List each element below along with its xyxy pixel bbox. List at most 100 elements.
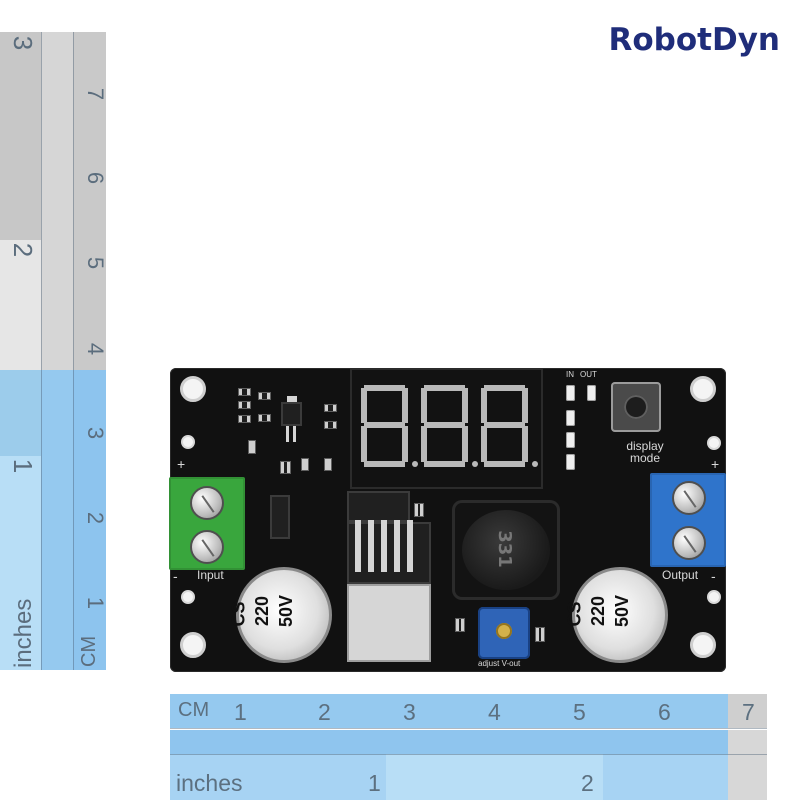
left-capacitor-label-3: 50V	[276, 594, 297, 628]
right-capacitor	[572, 567, 668, 663]
bottom-ruler-bottom-gray-end	[728, 754, 767, 800]
mount-hole-bottom-right	[690, 632, 716, 658]
left-ruler-divider	[41, 32, 42, 670]
inductor-code: 331	[493, 530, 515, 568]
right-capacitor-label-3: 50V	[612, 594, 633, 628]
transistor-pin-2	[293, 426, 296, 442]
status-led-3	[566, 410, 575, 426]
out-label: OUT	[580, 370, 597, 379]
via-hole-left-top	[181, 435, 195, 449]
seven-segment-digits	[361, 385, 538, 467]
mount-hole-top-right	[690, 376, 716, 402]
smd-part-7	[280, 461, 291, 474]
mount-hole-top-left	[180, 376, 206, 402]
mount-hole-bottom-left	[180, 632, 206, 658]
transistor-tab	[287, 396, 297, 402]
left-capacitor	[236, 567, 332, 663]
bottom-cm-number-1: 1	[234, 699, 247, 725]
adjust-v-out-label: adjust V-out	[478, 659, 521, 668]
left-cm-number-2: 2	[83, 511, 108, 525]
left-cm-number-5: 5	[83, 256, 108, 270]
input-plus-label: +	[177, 456, 186, 472]
left-inch-number-1: 1	[8, 458, 38, 474]
via-hole-left-bottom	[181, 590, 195, 604]
input-label: Input	[197, 568, 224, 582]
input-screw-bottom	[190, 530, 224, 564]
bottom-inch-number-2: 2	[581, 770, 594, 796]
left-ruler-inch-strip-middle	[0, 240, 41, 370]
bottom-cm-label: CM	[178, 699, 210, 721]
bottom-cm-number-2: 2	[318, 699, 331, 725]
regulator-pin-2	[368, 520, 374, 572]
inductor-core	[462, 510, 550, 590]
smd-part-13	[455, 618, 465, 632]
left-cm-number-1: 1	[83, 596, 108, 610]
bottom-ruler-divider	[170, 728, 767, 729]
smd-part-8	[301, 458, 309, 471]
smd-part-9	[324, 458, 332, 471]
left-ruler-cm-strip-blue	[73, 370, 106, 670]
bottom-cm-number-5: 5	[573, 699, 586, 725]
output-minus-label: -	[711, 568, 716, 584]
smd-part-10	[324, 404, 337, 412]
output-label: Output	[662, 568, 699, 582]
left-cm-number-4: 4	[83, 342, 108, 356]
smd-part-12	[414, 503, 424, 517]
right-capacitor-label-2: 220	[588, 595, 609, 627]
output-screw-bottom	[672, 526, 706, 560]
right-capacitor-label-1: CS	[564, 601, 585, 627]
left-cm-number-3: 3	[83, 426, 108, 440]
smd-part-11	[324, 421, 337, 429]
small-transistor	[281, 402, 302, 426]
left-inch-number-2: 2	[8, 242, 38, 258]
voltage-trimmer-knob	[496, 623, 512, 639]
status-led-5	[566, 454, 575, 470]
bottom-ruler-top-band	[170, 694, 767, 728]
via-hole-right-bottom	[707, 590, 721, 604]
bottom-ruler-divider-2	[170, 754, 767, 755]
smd-part-3	[238, 415, 251, 423]
left-ruler-inch-strip-blue-top	[0, 370, 41, 456]
left-capacitor-label-2: 220	[252, 595, 273, 627]
left-ruler-cm-strip-gray	[73, 32, 106, 370]
regulator-pin-3	[381, 520, 387, 572]
bottom-cm-number-3: 3	[403, 699, 416, 725]
smd-part-4	[258, 392, 271, 400]
left-cm-number-6: 6	[83, 171, 108, 185]
output-screw-top	[672, 481, 706, 515]
regulator-heatsink-pad	[347, 584, 431, 662]
regulator-pin-1	[355, 520, 361, 572]
status-led-4	[566, 432, 575, 448]
smd-part-2	[238, 401, 251, 409]
status-led-2	[587, 385, 596, 401]
smd-part-14	[535, 627, 545, 642]
left-ruler-divider-2	[73, 32, 74, 670]
diode	[270, 495, 290, 539]
left-inch-number-3: 3	[8, 35, 38, 51]
bottom-ruler-middle-band	[170, 730, 767, 754]
bottom-inches-label: inches	[176, 770, 243, 796]
bottom-ruler-bottom-highlight	[386, 754, 603, 800]
button-cap	[624, 395, 648, 419]
bottom-cm-number-7: 7	[742, 699, 755, 725]
transistor-pin-1	[286, 426, 289, 442]
smd-part-5	[258, 414, 271, 422]
regulator-pin-4	[394, 520, 400, 572]
in-label: IN	[566, 370, 574, 379]
left-ruler-inch-strip-blue-bottom	[0, 456, 41, 670]
output-plus-label: +	[711, 456, 720, 472]
bottom-cm-number-6: 6	[658, 699, 671, 725]
input-minus-label: -	[173, 568, 178, 584]
smd-part-1	[238, 388, 251, 396]
input-screw-top	[190, 486, 224, 520]
regulator-tab	[347, 491, 410, 522]
left-capacitor-label-1: CS	[228, 601, 249, 627]
left-cm-label: CM	[78, 635, 100, 667]
left-cm-number-7: 7	[83, 87, 108, 101]
status-led-1	[566, 385, 575, 401]
left-ruler-inch-strip-top	[0, 32, 41, 240]
left-inches-label: inches	[10, 598, 37, 668]
bottom-inch-number-1: 1	[368, 770, 381, 796]
bottom-ruler-middle-gray-end	[728, 730, 767, 754]
